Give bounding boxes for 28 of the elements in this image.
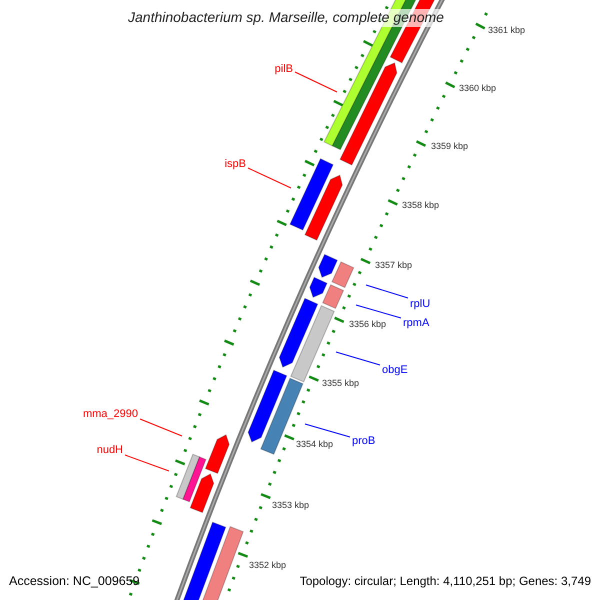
gene-label: rpmA [403,317,430,331]
position-label: 3353 kbp [272,500,310,512]
position-label: 3360 kbp [459,83,496,94]
gene-label: mma_2990 [82,408,138,422]
leader-line [336,352,380,366]
leader-line [356,304,402,318]
leader-line [248,168,292,188]
gene-label: rplU [410,298,430,312]
gene-label: obgE [382,364,408,378]
accession-text: Accession: NC_009659 [9,574,140,590]
gene-label: ispB [224,158,246,172]
gene-label: proB [352,435,376,449]
position-label: 3352 kbp [249,560,286,572]
leader-line [124,454,170,472]
position-label: 3357 kbp [375,260,412,272]
leader-line [304,424,350,438]
position-label: 3354 kbp [296,439,334,450]
position-label: 3355 kbp [322,378,360,390]
position-label: 3361 kbp [488,25,526,36]
position-label: 3359 kbp [431,141,468,152]
position-label: 3356 kbp [349,319,386,330]
leader-line [366,284,408,298]
leader-line [140,418,182,436]
genome-summary-text: Topology: circular; Length: 4,110,251 bp; Genes: 3,749 [300,574,591,589]
gene-label: nudH [96,444,123,458]
leader-line [294,72,338,92]
gene-label: pilB [274,63,293,77]
position-label: 3358 kbp [402,200,440,212]
